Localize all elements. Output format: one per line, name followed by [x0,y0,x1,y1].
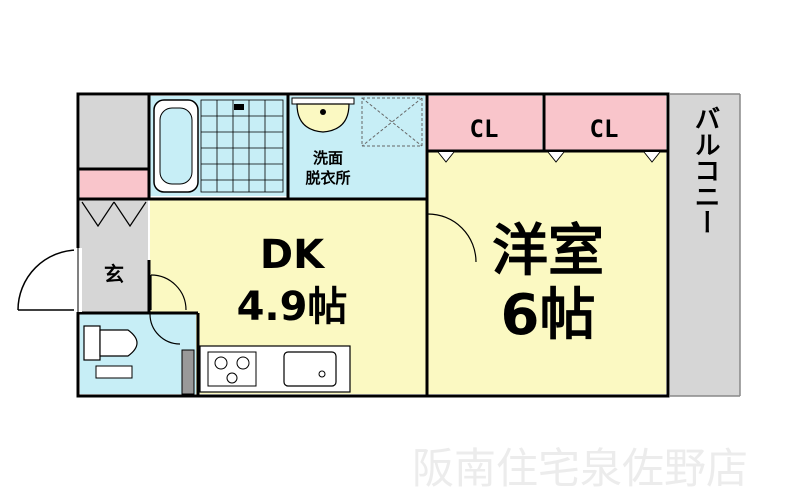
toilet-icon [83,325,138,379]
washroom-label-1: 洗面 [313,149,343,167]
sink-icon [283,351,337,387]
shower-icon [234,104,244,110]
washing-machine-space [361,97,423,147]
western-size: 6帖 [501,283,596,348]
closet-right-label: CL [590,115,619,143]
stove-icon [207,351,257,387]
western-door [427,213,477,263]
balcony [670,94,740,396]
dk-name: DK [260,232,326,278]
washbasin-icon [291,97,355,133]
dk-size: 4.9帖 [237,284,348,330]
western-name: 洋室 [492,219,604,284]
entrance-floor [80,200,148,312]
shower-floor [200,99,284,193]
walls [76,92,670,398]
closet-right [545,96,666,150]
entrance-door [17,249,79,311]
dk-door [150,274,187,311]
storage-area [80,96,148,168]
closet-left [428,96,542,150]
balcony-label: バルコニー [690,105,720,235]
closet-left-label: CL [470,115,499,143]
western-room [428,152,666,394]
shoe-box [80,170,148,198]
watermark-text: 阪南住宅泉佐野店 [412,444,748,493]
washroom-label-2: 脱衣所 [305,169,350,187]
entrance-label: 玄 [104,262,124,286]
bathtub-icon [153,99,199,193]
